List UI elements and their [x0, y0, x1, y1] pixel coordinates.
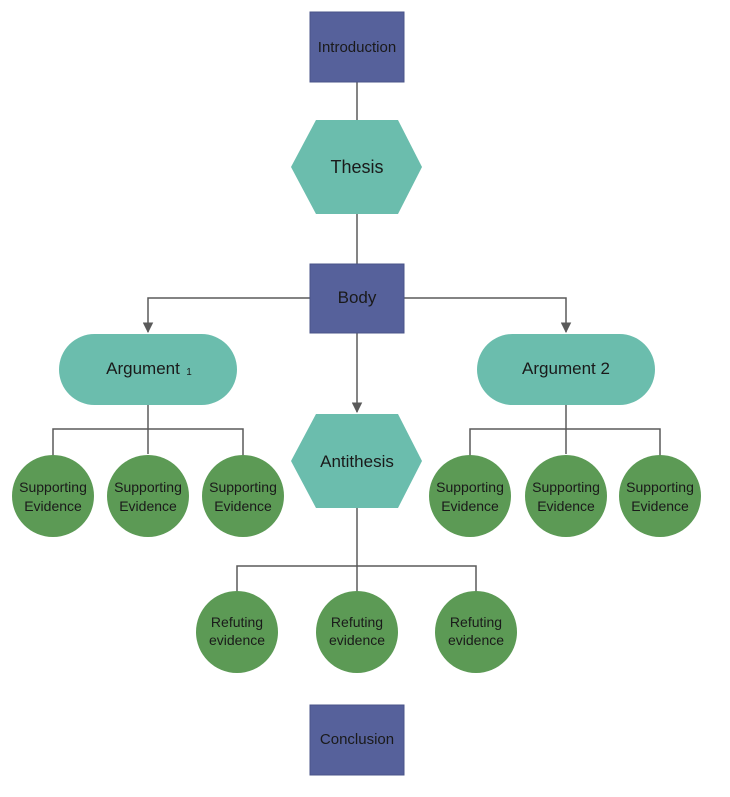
supporting-evidence-a2-3: Supporting Evidence [619, 455, 701, 537]
argument1-label: Argument [106, 359, 180, 378]
supporting-evidence-line1: Supporting [532, 479, 600, 495]
supporting-evidence-a2-1: Supporting Evidence [429, 455, 511, 537]
thesis-label: Thesis [330, 157, 383, 177]
supporting-evidence-line2: Evidence [631, 498, 689, 514]
thesis-node: Thesis [291, 120, 422, 214]
supporting-evidence-line2: Evidence [537, 498, 595, 514]
argument2-label: Argument 2 [522, 359, 610, 378]
body-label: Body [338, 288, 377, 307]
argument1-subscript: 1 [186, 367, 192, 378]
antithesis-node: Antithesis [291, 414, 422, 508]
introduction-node: Introduction [309, 11, 405, 83]
supporting-evidence-line2: Evidence [441, 498, 499, 514]
argument2-node: Argument 2 [477, 334, 655, 405]
introduction-label: Introduction [318, 39, 396, 56]
connector-body-argument1 [142, 297, 310, 334]
refuting-evidence-line2: evidence [209, 632, 265, 648]
refuting-evidence-line2: evidence [329, 632, 385, 648]
connector-body-argument2 [404, 297, 572, 334]
refuting-evidence-1: Refuting evidence [196, 591, 278, 673]
connector-argument2-branches [469, 428, 661, 456]
conclusion-node: Conclusion [309, 704, 405, 776]
supporting-evidence-line2: Evidence [24, 498, 82, 514]
supporting-evidence-line2: Evidence [214, 498, 272, 514]
refuting-evidence-line2: evidence [448, 632, 504, 648]
conclusion-label: Conclusion [320, 731, 394, 748]
supporting-evidence-line2: Evidence [119, 498, 177, 514]
refuting-evidence-3: Refuting evidence [435, 591, 517, 673]
refuting-evidence-line1: Refuting [211, 614, 263, 630]
supporting-evidence-a1-3: Supporting Evidence [202, 455, 284, 537]
supporting-evidence-a1-2: Supporting Evidence [107, 455, 189, 537]
body-node: Body [309, 263, 405, 334]
supporting-evidence-line1: Supporting [209, 479, 277, 495]
supporting-evidence-a1-1: Supporting Evidence [12, 455, 94, 537]
argument1-node: Argument 1 [59, 334, 237, 405]
supporting-evidence-line1: Supporting [19, 479, 87, 495]
refuting-evidence-line1: Refuting [450, 614, 502, 630]
supporting-evidence-line1: Supporting [436, 479, 504, 495]
connector-argument1-branches [52, 428, 244, 456]
supporting-evidence-a2-2: Supporting Evidence [525, 455, 607, 537]
connector-antithesis-branches [236, 565, 477, 592]
antithesis-label: Antithesis [320, 452, 394, 471]
supporting-evidence-line1: Supporting [626, 479, 694, 495]
supporting-evidence-line1: Supporting [114, 479, 182, 495]
connectors [52, 82, 661, 592]
refuting-evidence-line1: Refuting [331, 614, 383, 630]
refuting-evidence-2: Refuting evidence [316, 591, 398, 673]
